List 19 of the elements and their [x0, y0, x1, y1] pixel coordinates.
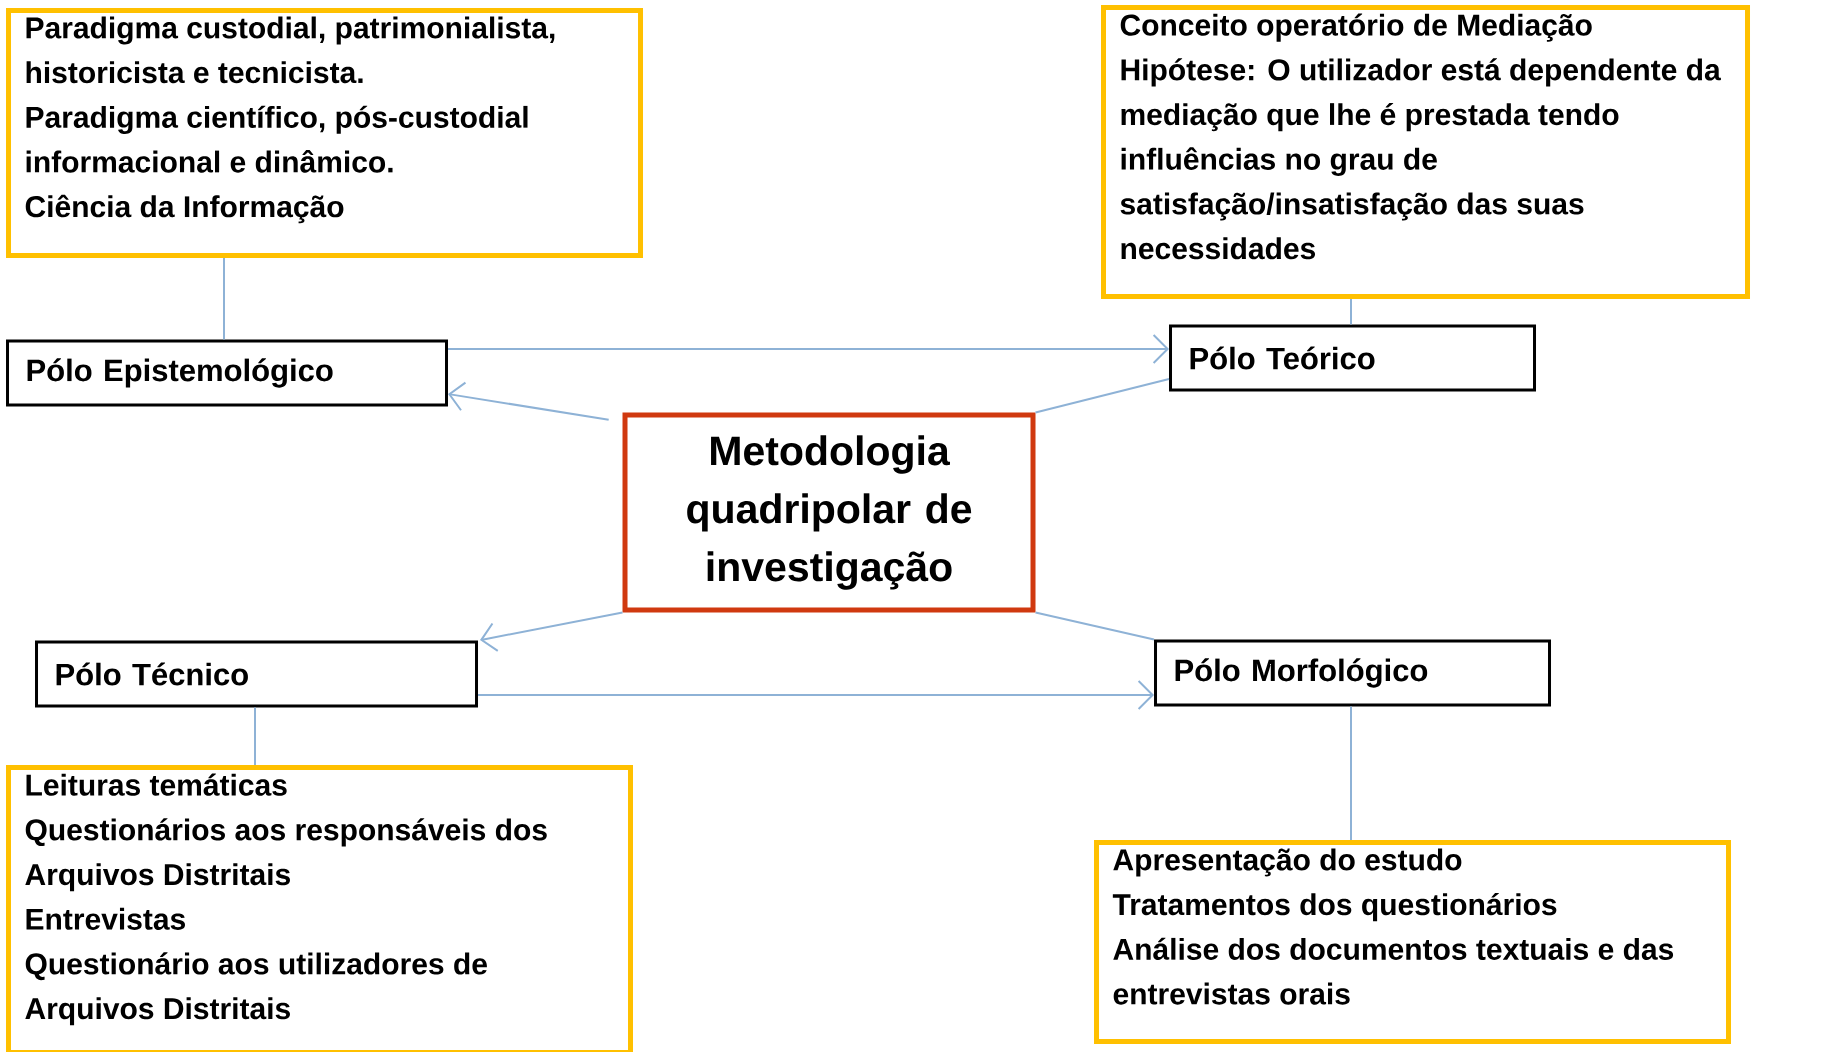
connector-line [1350, 298, 1352, 326]
arrow [477, 680, 1154, 710]
note-box: Leituras temáticas Questionários aos responsáveis dos Arquivos Distritais Entrevistas Questionário aos utilizadores de Arquivos Distritais [6, 765, 633, 1052]
pole-box: Pólo Epistemológico [6, 339, 448, 407]
arrow [448, 381, 610, 421]
note-box: Conceito operatório de Mediação Hipótese: O utilizador está dependente da mediação que lhe é prestada tendo influências no grau de satisfação/insatisfação das suas necessidades [1101, 5, 1750, 299]
connector-line [1034, 378, 1170, 414]
note-box: Apresentação do estudo Tratamentos dos questionários Análise dos documentos textuais e das entrevistas orais [1094, 840, 1731, 1044]
center-box: Metodologia quadripolar de investigação [622, 412, 1036, 613]
connector-line [1350, 705, 1352, 841]
pole-box: Pólo Técnico [35, 640, 478, 708]
connector-line [254, 706, 256, 766]
arrow [447, 334, 1169, 364]
note-box: Paradigma custodial, patrimonialista, historicista e tecnicista. Paradigma científico, pós-custodial informacional e dinâmico. Ciência da Informação [6, 8, 643, 258]
connector-line [223, 257, 225, 341]
pole-box: Pólo Morfológico [1154, 639, 1551, 707]
pole-box: Pólo Teórico [1169, 324, 1536, 392]
arrow [479, 611, 624, 652]
connector-line [1034, 611, 1155, 641]
